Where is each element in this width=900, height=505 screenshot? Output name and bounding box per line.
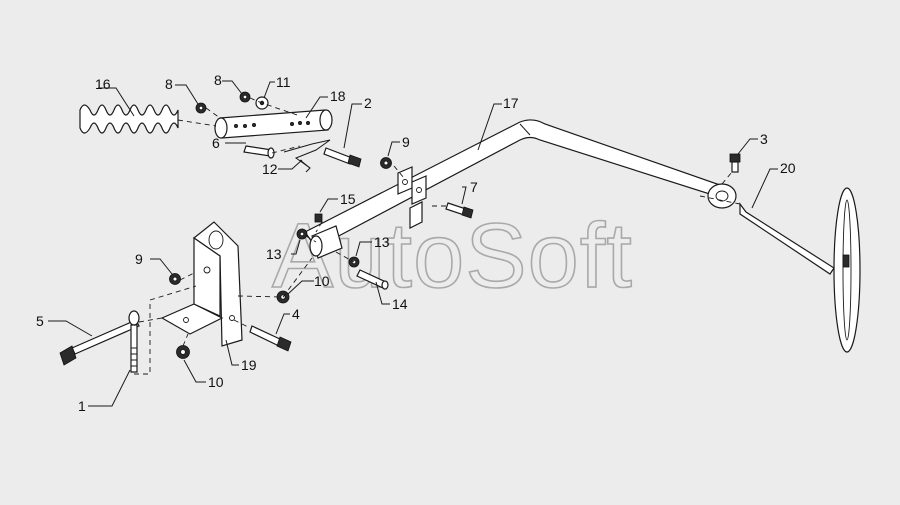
callout-6: 6 [212,135,220,151]
callout-labels: 16 8 8 11 18 2 6 12 17 9 3 20 7 15 13 13… [36,72,796,414]
screw-part-15 [314,213,323,223]
bolt-part-4 [249,325,292,352]
callout-1: 1 [78,398,86,414]
pin-part-14 [356,269,389,290]
assembly-lines [134,97,741,375]
bolt-part-2 [323,147,362,168]
callout-18: 18 [330,88,346,104]
shaft-part-18 [214,109,333,139]
pedal-part-20 [739,187,861,353]
callout-2: 2 [364,95,372,111]
nut-part-8a [195,102,207,114]
bolt-part-3 [729,153,741,173]
bolt-part-5 [59,319,140,366]
nut-part-13a [296,228,308,240]
callout-16: 16 [95,76,111,92]
callout-13a: 13 [266,246,282,262]
callout-9b: 9 [135,251,143,267]
callout-17: 17 [503,95,519,111]
callout-4: 4 [292,306,300,322]
nut-part-10b [176,345,190,359]
lever-boss [309,225,343,259]
callout-7: 7 [470,179,478,195]
nut-part-9a [380,157,392,169]
coil-spring-part-16 [79,104,179,134]
callout-15: 15 [340,191,356,207]
lever-tab-plates [397,166,427,229]
callout-13b: 13 [374,234,390,250]
callout-8a: 8 [165,76,173,92]
bracket-part-19 [160,221,243,347]
callout-14: 14 [392,296,408,312]
eye-bolt-part-1 [128,310,140,373]
callout-10a: 10 [314,273,330,289]
callout-3: 3 [760,131,768,147]
callout-5: 5 [36,313,44,329]
leader-lines [48,80,778,407]
watermark: AutoSoft [272,205,633,307]
callout-10b: 10 [208,374,224,390]
pin-part-6 [243,145,275,159]
callout-12: 12 [262,161,278,177]
callout-19: 19 [241,357,257,373]
callout-9a: 9 [402,134,410,150]
bolt-part-7 [445,202,474,219]
callout-20: 20 [780,160,796,176]
callout-11: 11 [276,74,291,90]
nut-part-8b [239,91,251,103]
callout-8b: 8 [214,72,222,88]
nut-part-9b [169,273,181,285]
clip-part-12 [283,139,331,173]
